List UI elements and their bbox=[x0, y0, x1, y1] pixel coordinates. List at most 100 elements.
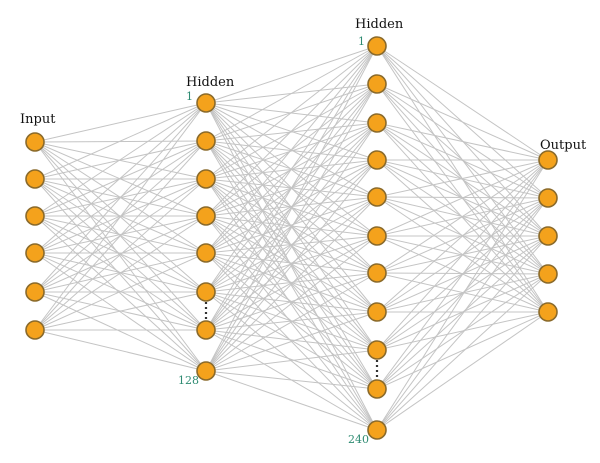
ellipsis-markers bbox=[204, 302, 379, 379]
input-node-4 bbox=[25, 243, 45, 263]
connection-1-7-0 bbox=[205, 45, 378, 372]
connection-0-1-7 bbox=[34, 178, 207, 372]
layer-label-input: Input bbox=[20, 112, 56, 127]
connection-0-5-2 bbox=[34, 178, 207, 331]
connection-1-1-0 bbox=[205, 45, 378, 142]
hidden-2-node-9 bbox=[367, 340, 387, 360]
connection-0-4-7 bbox=[34, 291, 207, 372]
connection-0-0-0 bbox=[34, 102, 207, 143]
connections bbox=[34, 45, 549, 431]
connection-1-2-10 bbox=[205, 178, 378, 431]
connection-1-6-0 bbox=[205, 45, 378, 331]
connection-2-8-0 bbox=[376, 159, 549, 351]
connection-1-7-5 bbox=[205, 235, 378, 372]
connection-1-7-6 bbox=[205, 272, 378, 372]
connection-0-1-0 bbox=[34, 102, 207, 180]
connection-1-7-9 bbox=[205, 370, 378, 390]
input-node-1 bbox=[25, 132, 45, 152]
hidden-1-node-1 bbox=[196, 93, 216, 113]
hidden-1-node-3 bbox=[196, 169, 216, 189]
connection-0-2-7 bbox=[34, 215, 207, 372]
connection-2-7-0 bbox=[376, 159, 549, 313]
connection-0-3-0 bbox=[34, 102, 207, 254]
connection-1-5-0 bbox=[205, 45, 378, 293]
connection-2-10-2 bbox=[376, 235, 549, 431]
connection-0-5-0 bbox=[34, 102, 207, 331]
connection-2-10-0 bbox=[376, 159, 549, 431]
hidden-2-node-7 bbox=[367, 263, 387, 283]
hidden-2-node-5 bbox=[367, 187, 387, 207]
input-node-2 bbox=[25, 169, 45, 189]
hidden-1-node-5 bbox=[196, 243, 216, 263]
hidden-1-node-6 bbox=[196, 282, 216, 302]
hidden-1-node-7 bbox=[196, 320, 216, 340]
neurons bbox=[25, 36, 558, 440]
connection-1-2-0 bbox=[205, 45, 378, 180]
layer-label-hidden-2: Hidden bbox=[355, 17, 404, 32]
connection-2-10-1 bbox=[376, 197, 549, 431]
hidden-1-last-index: 128 bbox=[178, 374, 199, 387]
connection-2-1-0 bbox=[376, 83, 549, 161]
connection-2-9-1 bbox=[376, 197, 549, 390]
output-node-5 bbox=[538, 302, 558, 322]
connection-0-5-5 bbox=[34, 291, 207, 331]
output-node-3 bbox=[538, 226, 558, 246]
connection-1-6-4 bbox=[205, 196, 378, 331]
hidden-2-first-index: 1 bbox=[358, 35, 365, 48]
connection-0-4-0 bbox=[34, 102, 207, 293]
input-node-3 bbox=[25, 206, 45, 226]
connection-1-7-8 bbox=[205, 349, 378, 372]
layer-label-hidden-1: Hidden bbox=[186, 75, 235, 90]
connection-1-7-3 bbox=[205, 159, 378, 372]
connection-2-9-2 bbox=[376, 235, 549, 390]
connection-1-7-2 bbox=[205, 122, 378, 372]
layer-label-output: Output bbox=[540, 138, 587, 153]
connection-0-5-1 bbox=[34, 140, 207, 331]
connection-1-6-2 bbox=[205, 122, 378, 331]
input-node-5 bbox=[25, 282, 45, 302]
hidden-2-node-6 bbox=[367, 226, 387, 246]
connection-0-0-7 bbox=[34, 141, 207, 372]
hidden-2-node-4 bbox=[367, 150, 387, 170]
connection-0-5-4 bbox=[34, 252, 207, 331]
connection-1-6-3 bbox=[205, 159, 378, 331]
output-node-1 bbox=[538, 150, 558, 170]
connection-1-6-6 bbox=[205, 272, 378, 331]
connection-1-7-4 bbox=[205, 196, 378, 372]
hidden-2-node-8 bbox=[367, 302, 387, 322]
connection-1-7-10 bbox=[205, 370, 378, 431]
connection-0-3-7 bbox=[34, 252, 207, 372]
connection-2-9-3 bbox=[376, 273, 549, 390]
hidden-2-node-2 bbox=[367, 74, 387, 94]
connection-1-0-0 bbox=[205, 45, 378, 104]
connection-2-6-0 bbox=[376, 159, 549, 274]
connection-2-0-0 bbox=[376, 45, 549, 161]
connection-2-4-0 bbox=[376, 159, 549, 198]
connection-1-6-5 bbox=[205, 235, 378, 331]
connection-1-6-8 bbox=[205, 329, 378, 351]
connection-1-0-10 bbox=[205, 102, 378, 431]
connection-1-6-9 bbox=[205, 329, 378, 390]
connection-0-2-0 bbox=[34, 102, 207, 217]
connection-1-4-0 bbox=[205, 45, 378, 254]
hidden-1-first-index: 1 bbox=[186, 90, 193, 103]
hidden-1-node-2 bbox=[196, 131, 216, 151]
hidden-2-node-1 bbox=[367, 36, 387, 56]
hidden-2-node-10 bbox=[367, 379, 387, 399]
connection-2-10-4 bbox=[376, 311, 549, 431]
input-node-6 bbox=[25, 320, 45, 340]
hidden-1-node-8 bbox=[196, 361, 216, 381]
output-node-2 bbox=[538, 188, 558, 208]
connection-1-7-7 bbox=[205, 311, 378, 372]
connection-1-6-1 bbox=[205, 83, 378, 331]
connection-1-4-4 bbox=[205, 196, 378, 254]
connection-0-5-3 bbox=[34, 215, 207, 331]
hidden-2-node-11 bbox=[367, 420, 387, 440]
connection-1-3-0 bbox=[205, 45, 378, 217]
connection-2-5-0 bbox=[376, 159, 549, 237]
connection-0-3-3 bbox=[34, 215, 207, 254]
connection-2-2-0 bbox=[376, 122, 549, 161]
connection-2-9-4 bbox=[376, 311, 549, 390]
hidden-2-last-index: 240 bbox=[348, 433, 369, 446]
